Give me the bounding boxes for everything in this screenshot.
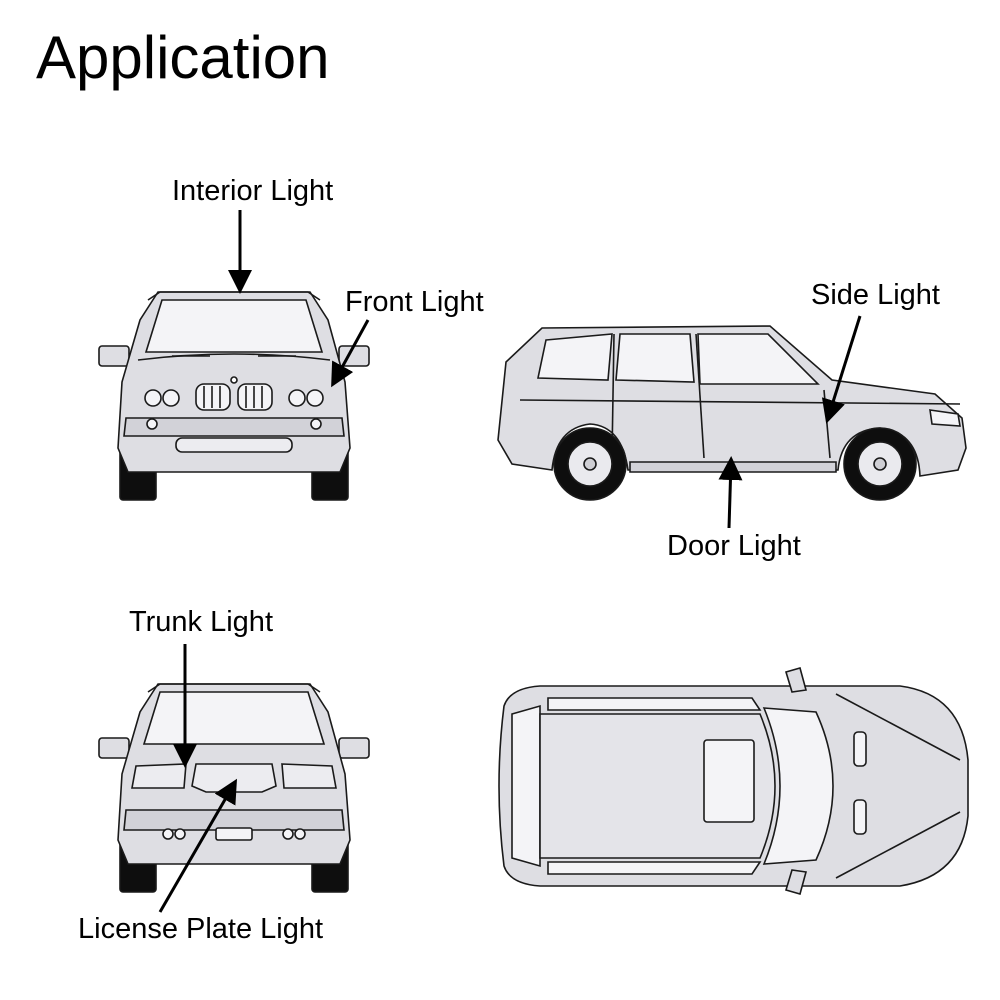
- callout-arrows: [158, 210, 862, 913]
- label-interior-light: Interior Light: [172, 175, 334, 207]
- label-front-light: Front Light: [345, 286, 484, 318]
- car-top-view: [498, 667, 969, 895]
- label-door-light: Door Light: [667, 530, 801, 562]
- label-trunk-light: Trunk Light: [129, 606, 273, 638]
- car-front-view: [98, 291, 370, 501]
- page-title: Application: [36, 24, 330, 91]
- arrow-door-light: [718, 456, 743, 529]
- car-side-view: [497, 325, 967, 501]
- arrow-side-light: [821, 315, 862, 424]
- arrow-front-light: [331, 319, 370, 388]
- label-license-plate-light: License Plate Light: [78, 913, 324, 945]
- arrow-license-plate-light: [158, 778, 238, 913]
- car-rear-view: [98, 683, 370, 893]
- label-side-light: Side Light: [811, 279, 940, 311]
